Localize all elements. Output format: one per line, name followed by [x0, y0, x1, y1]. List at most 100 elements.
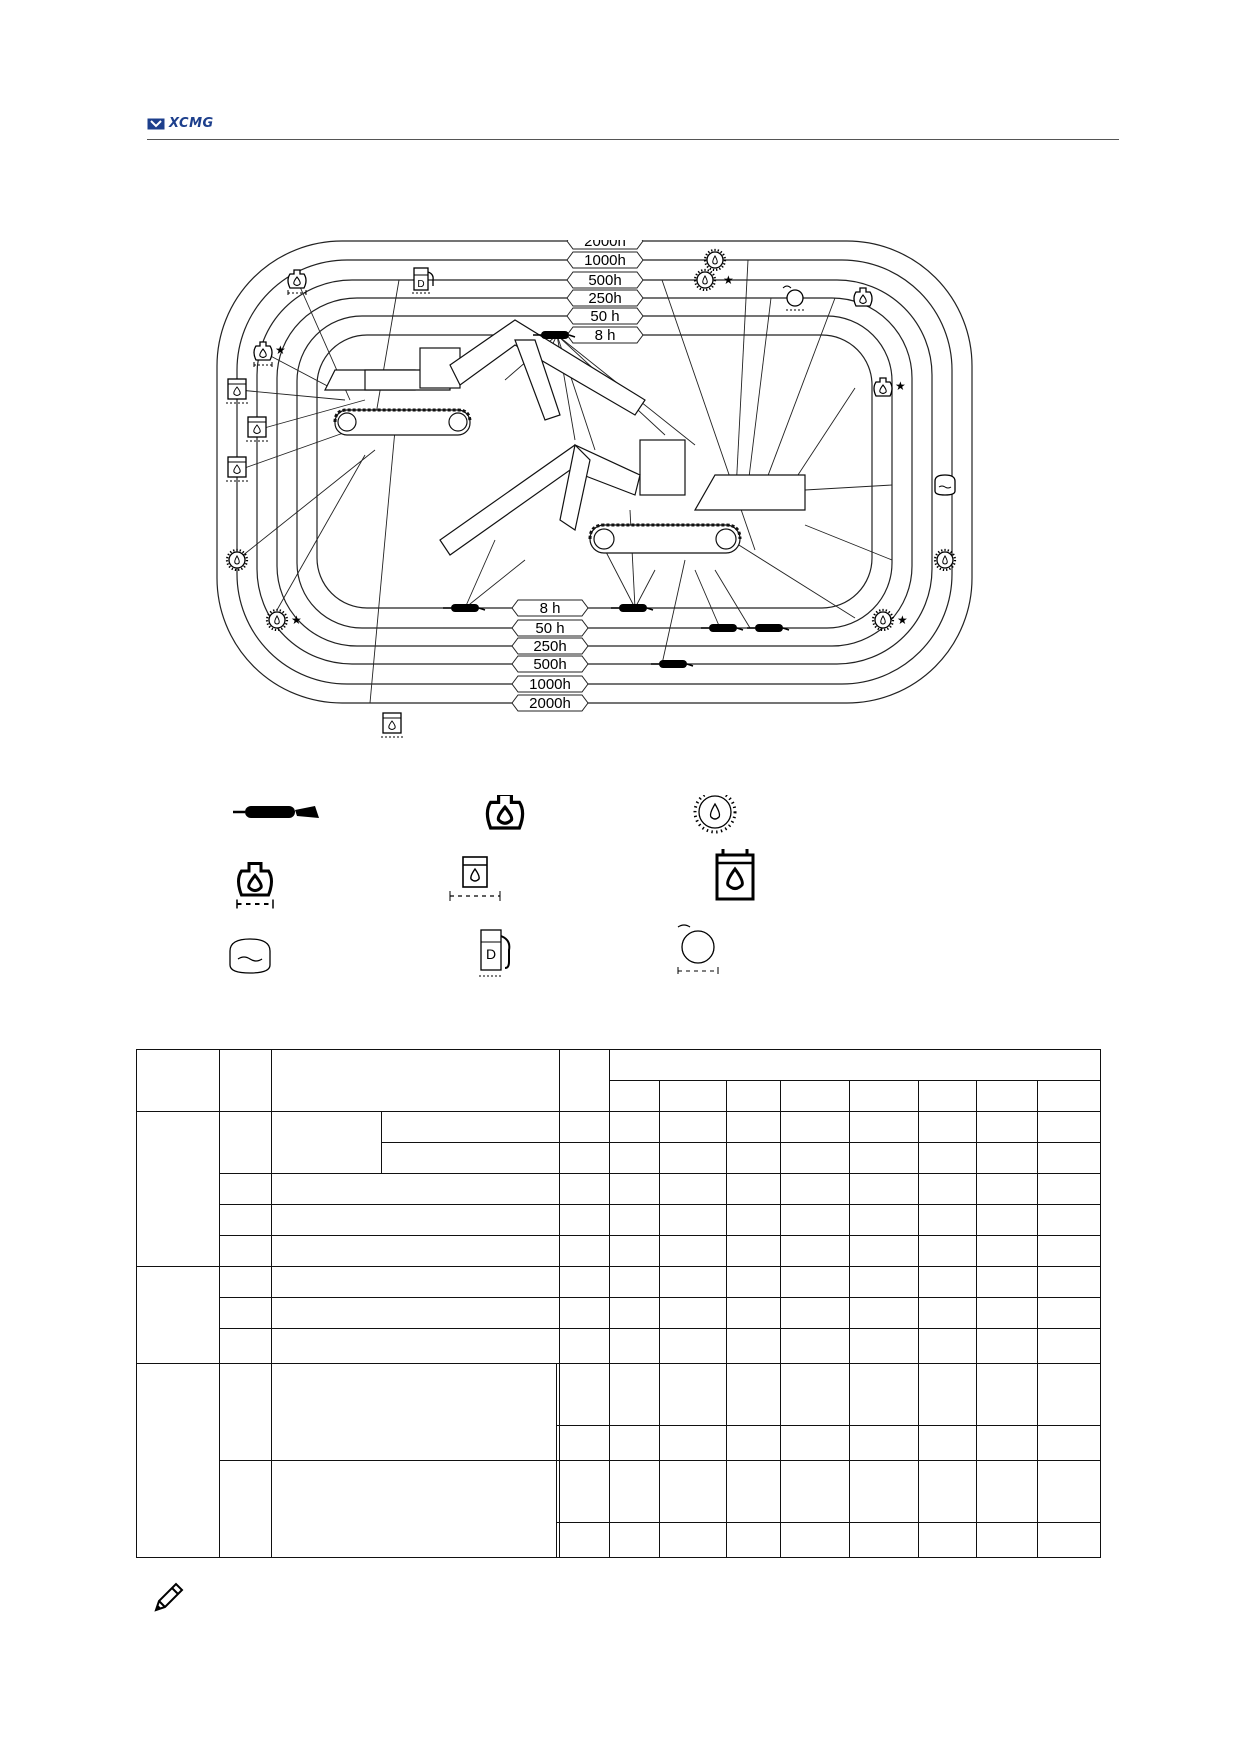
table-cell — [609, 1425, 660, 1461]
fuel-pump-label: D — [486, 946, 496, 962]
interval-top-1: 2000h — [584, 240, 626, 250]
table-cell — [918, 1080, 977, 1112]
table-cell — [1037, 1235, 1101, 1267]
interval-bottom-1: 8 h — [540, 600, 561, 617]
table-cell — [780, 1173, 850, 1205]
table-cell — [659, 1111, 727, 1143]
table-cell — [1037, 1111, 1101, 1143]
table-cell — [559, 1328, 610, 1364]
table-cell — [381, 1111, 560, 1143]
table-cell — [559, 1425, 610, 1461]
table-cell — [726, 1363, 781, 1426]
interval-labels-bottom: 8 h 50 h 250h 500h 1000h 2000h — [511, 599, 589, 712]
table-cell — [219, 1204, 272, 1236]
table-cell — [559, 1522, 610, 1558]
table-cell — [659, 1460, 727, 1523]
diesel-mark: D — [417, 279, 424, 290]
table-cell — [849, 1111, 919, 1143]
table-cell — [609, 1235, 660, 1267]
table-cell — [780, 1142, 850, 1174]
table-cell — [849, 1297, 919, 1329]
table-cell — [1037, 1460, 1101, 1523]
table-cell — [849, 1522, 919, 1558]
table-cell — [136, 1049, 220, 1112]
interval-bottom-4: 500h — [533, 656, 566, 673]
table-cell — [219, 1235, 272, 1267]
table-cell — [726, 1080, 781, 1112]
interval-labels-top: 2000h 1000h 500h 250h 50 h 8 h — [566, 240, 644, 344]
table-cell — [976, 1297, 1038, 1329]
table-cell — [780, 1425, 850, 1461]
table-cell — [136, 1111, 220, 1267]
table-cell — [976, 1425, 1038, 1461]
interval-bottom-6: 2000h — [529, 695, 571, 712]
table-cell — [726, 1142, 781, 1174]
table-cell — [659, 1266, 727, 1298]
table-cell — [849, 1266, 919, 1298]
table-cell — [271, 1173, 560, 1205]
table-cell — [726, 1460, 781, 1523]
interval-bottom-3: 250h — [533, 638, 566, 655]
table-cell — [609, 1111, 660, 1143]
table-cell — [1037, 1328, 1101, 1364]
svg-text:★: ★ — [275, 343, 286, 357]
svg-text:★: ★ — [723, 273, 734, 287]
table-cell — [609, 1328, 660, 1364]
table-cell — [726, 1297, 781, 1329]
table-cell — [726, 1111, 781, 1143]
table-cell — [136, 1266, 220, 1364]
excavator-upper — [324, 319, 646, 436]
table-cell — [780, 1080, 850, 1112]
interval-top-3: 500h — [588, 272, 621, 289]
service-points: D — [225, 248, 957, 738]
table-cell — [976, 1142, 1038, 1174]
table-cell — [976, 1173, 1038, 1205]
table-cell — [219, 1173, 272, 1205]
table-cell — [918, 1142, 977, 1174]
table-cell — [726, 1522, 781, 1558]
table-cell — [559, 1173, 610, 1205]
table-cell — [219, 1266, 272, 1298]
table-cell — [726, 1266, 781, 1298]
interval-top-5: 50 h — [590, 308, 619, 325]
table-cell — [559, 1111, 610, 1143]
lubrication-diagram: 2000h 1000h 500h 250h 50 h 8 h 8 h 50 h … — [216, 240, 973, 738]
symbol-legend: D — [229, 795, 755, 977]
table-cell — [849, 1142, 919, 1174]
table-cell — [1037, 1425, 1101, 1461]
table-cell — [726, 1328, 781, 1364]
pencil-note-icon — [154, 1582, 184, 1612]
table-cell — [849, 1460, 919, 1523]
table-cell — [1037, 1363, 1101, 1426]
table-cell — [659, 1142, 727, 1174]
brand-logo: XCMG — [147, 116, 214, 131]
table-cell — [559, 1049, 610, 1112]
excavator-lower — [439, 439, 806, 556]
brand-name: XCMG — [169, 116, 214, 131]
table-cell — [1037, 1173, 1101, 1205]
table-cell — [976, 1460, 1038, 1523]
table-cell — [271, 1363, 557, 1461]
interval-bottom-5: 1000h — [529, 676, 571, 693]
table-cell — [976, 1204, 1038, 1236]
table-cell — [271, 1328, 560, 1364]
table-cell — [609, 1204, 660, 1236]
table-cell — [219, 1297, 272, 1329]
table-cell — [726, 1425, 781, 1461]
table-cell — [609, 1142, 660, 1174]
table-cell — [976, 1266, 1038, 1298]
table-cell — [849, 1363, 919, 1426]
table-cell — [918, 1111, 977, 1143]
table-cell — [976, 1111, 1038, 1143]
table-cell — [780, 1522, 850, 1558]
table-cell — [271, 1204, 560, 1236]
table-cell — [659, 1235, 727, 1267]
interval-top-4: 250h — [588, 290, 621, 307]
hydraulic-tank-icon — [715, 849, 755, 901]
table-cell — [780, 1363, 850, 1426]
table-cell — [918, 1460, 977, 1523]
table-cell — [219, 1460, 272, 1558]
table-cell — [609, 1080, 660, 1112]
table-cell — [918, 1522, 977, 1558]
table-cell — [271, 1049, 560, 1112]
